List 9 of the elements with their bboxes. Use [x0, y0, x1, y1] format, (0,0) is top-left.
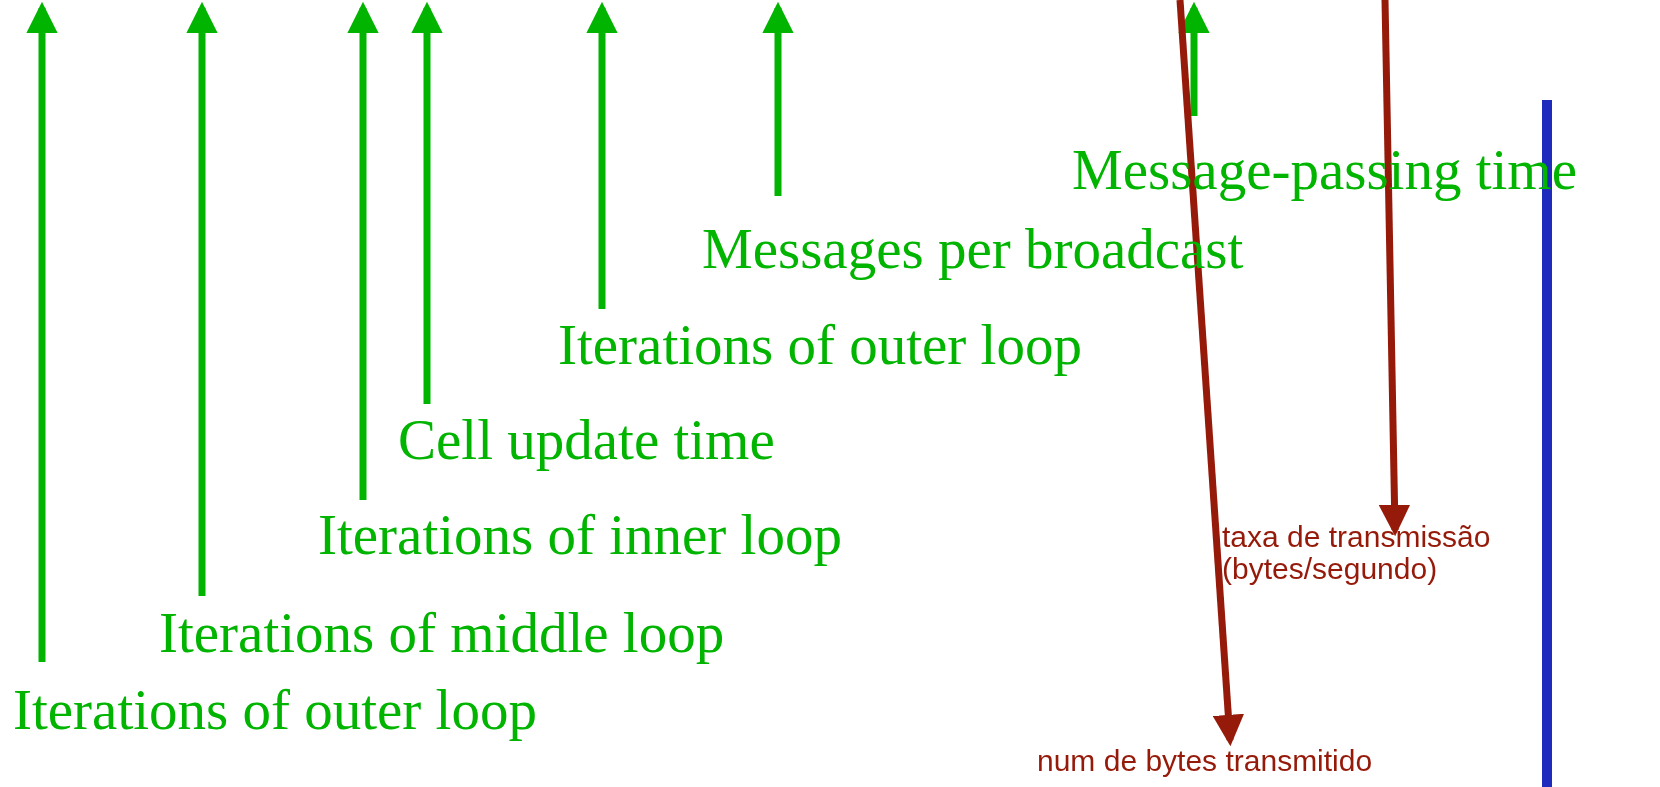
arrow-label: Cell update time [398, 410, 775, 470]
arrow [1378, 0, 1411, 537]
arrow-label: num de bytes transmitido [1037, 745, 1373, 777]
arrow [1176, 0, 1244, 747]
arrow-label: Iterations of outer loop [558, 315, 1082, 375]
arrow-label: Iterations of outer loop [13, 680, 537, 740]
arrow-label: Iterations of inner loop [318, 505, 842, 565]
arrow-label: Iterations of middle loop [159, 603, 725, 663]
arrow-label: taxa de transmissão (bytes/segundo) [1222, 521, 1622, 584]
